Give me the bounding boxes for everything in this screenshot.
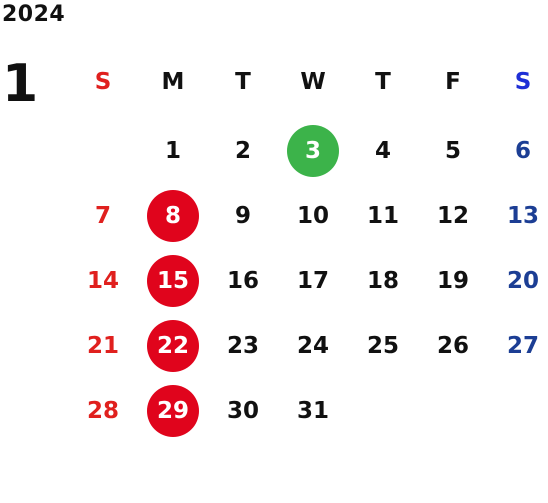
calendar-day[interactable]: 19 bbox=[436, 268, 469, 294]
weekday-wednesday: W bbox=[300, 69, 326, 95]
calendar-day-closed[interactable]: 29 bbox=[138, 385, 208, 437]
weekday-sunday: S bbox=[94, 69, 112, 95]
calendar-day[interactable]: 31 bbox=[296, 398, 329, 424]
calendar-day[interactable]: 5 bbox=[444, 138, 461, 164]
weekday-tuesday: T bbox=[235, 69, 251, 95]
month-label: 1 bbox=[2, 54, 39, 114]
calendar-day[interactable]: 10 bbox=[296, 203, 329, 229]
calendar-day-closed[interactable]: 15 bbox=[138, 255, 208, 307]
calendar-day-saturday[interactable]: 20 bbox=[506, 268, 539, 294]
calendar-day[interactable]: 24 bbox=[296, 333, 329, 359]
calendar-week: 7 8 9 10 11 12 13 bbox=[68, 190, 548, 242]
calendar-day-sunday[interactable]: 7 bbox=[94, 203, 111, 229]
calendar-day-saturday[interactable]: 13 bbox=[506, 203, 539, 229]
calendar-day-sunday[interactable]: 14 bbox=[86, 268, 119, 294]
calendar-day[interactable]: 1 bbox=[164, 138, 181, 164]
calendar-day[interactable]: 17 bbox=[296, 268, 329, 294]
year-label: 2024 bbox=[2, 2, 66, 27]
weekday-friday: F bbox=[445, 69, 461, 95]
calendar-day[interactable]: 18 bbox=[366, 268, 399, 294]
weekday-monday: M bbox=[161, 69, 185, 95]
calendar-day[interactable]: 16 bbox=[226, 268, 259, 294]
calendar-day-saturday[interactable]: 27 bbox=[506, 333, 539, 359]
calendar-day-closed[interactable]: 8 bbox=[138, 190, 208, 242]
calendar-week: 14 15 16 17 18 19 20 bbox=[68, 255, 548, 307]
calendar-day[interactable]: 4 bbox=[374, 138, 391, 164]
calendar-week: 1 2 3 4 5 6 bbox=[68, 125, 548, 177]
calendar-day-sunday[interactable]: 28 bbox=[86, 398, 119, 424]
weekday-thursday: T bbox=[375, 69, 391, 95]
calendar-day-saturday[interactable]: 6 bbox=[514, 138, 531, 164]
calendar-day-highlighted[interactable]: 3 bbox=[278, 125, 348, 177]
calendar-day[interactable]: 30 bbox=[226, 398, 259, 424]
calendar-day-closed[interactable]: 22 bbox=[138, 320, 208, 372]
calendar-day[interactable]: 26 bbox=[436, 333, 469, 359]
weekday-header: S M T W T F S bbox=[68, 56, 548, 108]
calendar-day[interactable]: 9 bbox=[234, 203, 251, 229]
calendar-day[interactable]: 12 bbox=[436, 203, 469, 229]
calendar-day[interactable]: 11 bbox=[366, 203, 399, 229]
calendar-day[interactable]: 25 bbox=[366, 333, 399, 359]
calendar-week: 28 29 30 31 bbox=[68, 385, 548, 437]
calendar-week: 21 22 23 24 25 26 27 bbox=[68, 320, 548, 372]
calendar-day[interactable]: 23 bbox=[226, 333, 259, 359]
calendar-day[interactable]: 2 bbox=[234, 138, 251, 164]
calendar-day-sunday[interactable]: 21 bbox=[86, 333, 119, 359]
weekday-saturday: S bbox=[514, 69, 532, 95]
